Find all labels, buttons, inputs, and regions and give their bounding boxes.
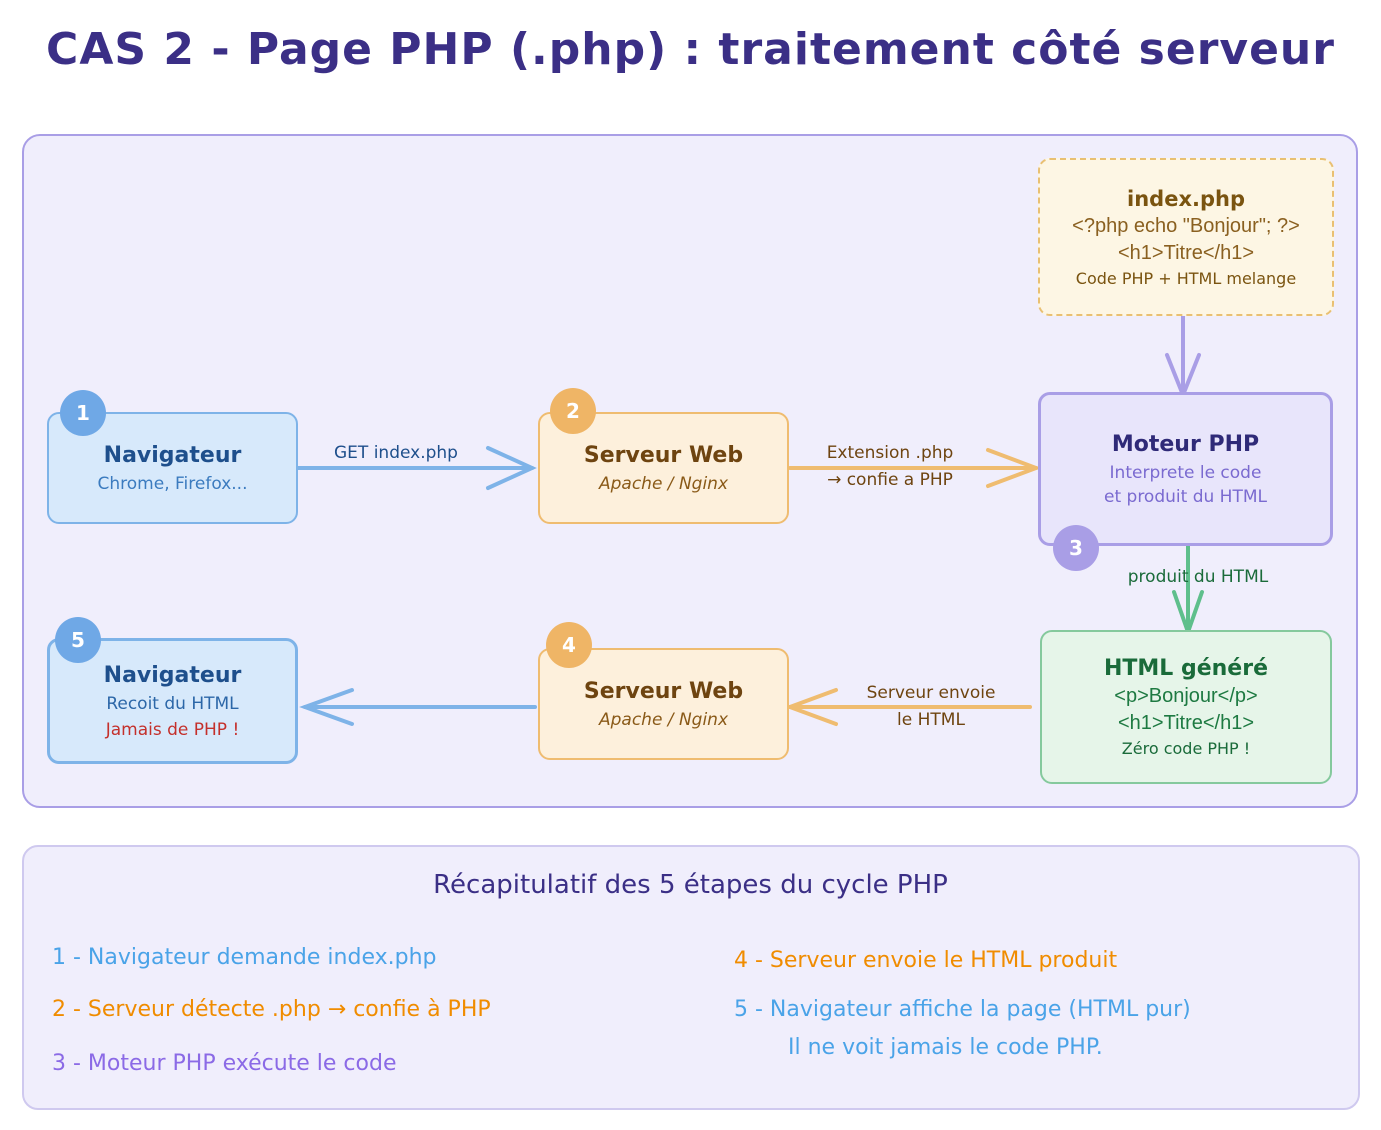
web-server-node-send: Serveur Web Apache / Nginx — [538, 648, 789, 760]
step-badge-3: 3 — [1053, 525, 1099, 571]
label-delegate-php: Extension .php → confie a PHP — [800, 440, 980, 494]
summary-step-5: 5 - Navigateur affiche la page (HTML pur… — [734, 997, 1191, 1022]
label-produces-html: produit du HTML — [1127, 567, 1269, 587]
label-send-html: Serveur envoie le HTML — [836, 680, 1026, 734]
node-subtitle: Apache / Nginx — [598, 473, 729, 494]
file-note: Code PHP + HTML melange — [1075, 268, 1297, 288]
summary-step-4: 4 - Serveur envoie le HTML produit — [734, 948, 1118, 973]
summary-step-3: 3 - Moteur PHP exécute le code — [52, 1051, 397, 1076]
node-title: Navigateur — [103, 442, 242, 468]
code-line-php: <?php echo "Bonjour"; ?> — [1072, 214, 1300, 237]
summary-title: Récapitulatif des 5 étapes du cycle PHP — [433, 870, 948, 900]
node-title: Serveur Web — [583, 442, 744, 468]
label-line-2: le HTML — [897, 710, 965, 730]
summary-step-5-note: Il ne voit jamais le code PHP. — [788, 1035, 1103, 1060]
node-title: Serveur Web — [583, 678, 744, 704]
node-subtitle: Recoit du HTML — [106, 693, 239, 714]
node-note: Zéro code PHP ! — [1121, 739, 1251, 758]
summary-step-1: 1 - Navigateur demande index.php — [52, 945, 437, 970]
summary-step-2: 2 - Serveur détecte .php → confie à PHP — [52, 997, 491, 1022]
file-name: index.php — [1127, 186, 1245, 211]
node-subtitle: Apache / Nginx — [598, 709, 729, 730]
code-line-html: <h1>Titre</h1> — [1117, 241, 1255, 264]
index-php-file-box: index.php <?php echo "Bonjour"; ?> <h1>T… — [1038, 158, 1334, 316]
node-title: Moteur PHP — [1111, 431, 1260, 457]
php-engine-node: Moteur PHP Interprete le code et produit… — [1038, 392, 1333, 546]
label-get-request: GET index.php — [334, 443, 458, 463]
arrow-deliver-browser — [299, 688, 537, 726]
node-subtitle-1: Interprete le code — [1109, 462, 1262, 483]
label-line-2: → confie a PHP — [827, 470, 953, 490]
node-subtitle-2: et produit du HTML — [1104, 486, 1267, 507]
arrow-index-to-engine — [1165, 306, 1201, 401]
arrow-delegate-php — [788, 448, 1042, 488]
node-title: Navigateur — [103, 662, 242, 688]
code-line-h1: <h1>Titre</h1> — [1117, 712, 1255, 734]
code-line-p: <p>Bonjour</p> — [1114, 685, 1258, 707]
diagram-title: CAS 2 - Page PHP (.php) : traitement côt… — [46, 24, 1335, 75]
step-badge-4: 4 — [546, 622, 592, 668]
label-line-1: Extension .php — [826, 443, 954, 463]
step-badge-2: 2 — [550, 388, 596, 434]
arrow-send-html — [784, 688, 1032, 726]
label-line-1: Serveur envoie — [866, 683, 996, 703]
arrow-get-request — [296, 446, 537, 490]
warning-text: Jamais de PHP ! — [105, 719, 240, 740]
node-title: HTML généré — [1103, 656, 1268, 681]
summary-panel — [22, 845, 1360, 1110]
step-badge-1: 1 — [60, 390, 106, 436]
step-badge-5: 5 — [55, 617, 101, 663]
node-subtitle: Chrome, Firefox... — [97, 473, 248, 494]
generated-html-node: HTML généré <p>Bonjour</p> <h1>Titre</h1… — [1040, 630, 1332, 784]
